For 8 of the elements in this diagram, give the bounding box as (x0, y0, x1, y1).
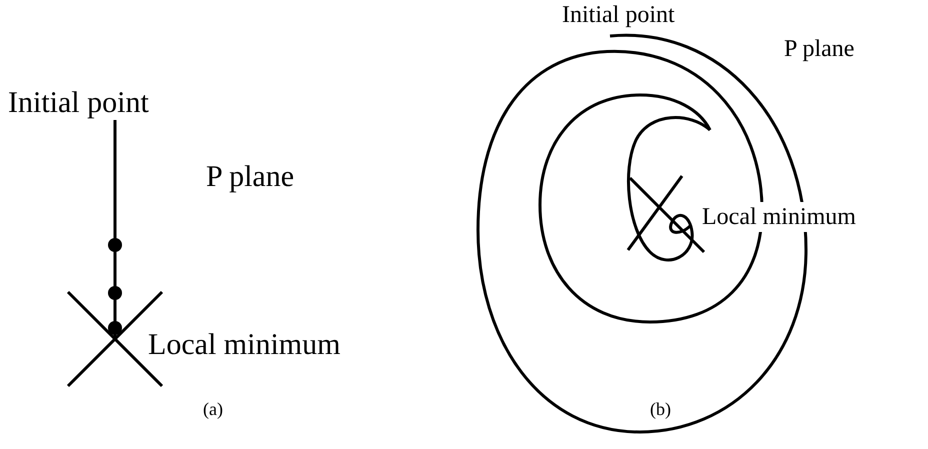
plane-label: P plane (206, 159, 294, 195)
start-label: Initial point (8, 85, 149, 121)
minimum-label: Local minimum (148, 327, 340, 363)
panel-caption: (a) (203, 398, 223, 420)
minimum-label: Local minimum (702, 202, 856, 232)
start-label: Initial point (562, 1, 675, 30)
panel-caption: (b) (650, 398, 671, 420)
plane-label: P plane (784, 35, 854, 64)
